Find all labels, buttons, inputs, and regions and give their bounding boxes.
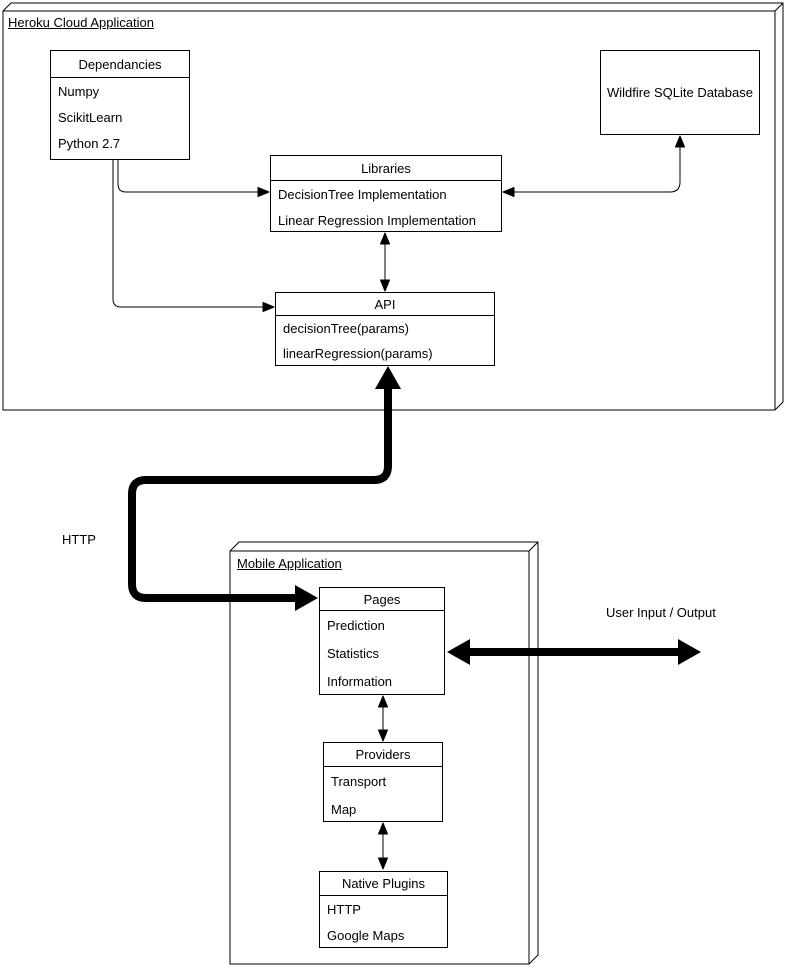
wildfire-database-box: Wildfire SQLite Database <box>600 50 760 135</box>
arrowhead-right-icon <box>257 187 270 197</box>
user-input-output-label: User Input / Output <box>606 605 716 620</box>
libraries-box-title: Libraries <box>271 156 501 181</box>
api-row-decision-tree: decisionTree(params) <box>283 321 409 336</box>
http-arrow-label: HTTP <box>62 532 96 547</box>
connector-dependancies-to-libraries <box>117 160 270 197</box>
api-row-linear-regression: linearRegression(params) <box>283 346 433 361</box>
arrowhead-left-icon <box>447 639 470 665</box>
native-plugins-box: Native Plugins HTTP Google Maps <box>319 871 448 948</box>
pages-box: Pages Prediction Statistics Information <box>319 587 445 695</box>
connector-dependancies-to-api <box>112 160 275 312</box>
libraries-row-decision-tree: DecisionTree Implementation <box>278 186 447 202</box>
connector-line <box>112 160 264 308</box>
arrow-user-input-output <box>447 639 701 665</box>
arrowhead-right-icon <box>295 585 318 611</box>
arrowhead-right-icon <box>678 639 701 665</box>
arrowhead-right-icon <box>262 302 275 312</box>
providers-row-transport: Transport <box>331 773 387 789</box>
arrowhead-up-icon <box>375 366 401 389</box>
api-box: API decisionTree(params) linearRegressio… <box>275 292 495 366</box>
connector-line <box>117 160 259 193</box>
heroku-container-title: Heroku Cloud Application <box>8 15 154 30</box>
arrowhead-down-icon <box>380 279 390 292</box>
arrowhead-down-icon <box>378 857 388 870</box>
pages-row-information: Information <box>327 673 393 689</box>
native-plugins-row-http: HTTP <box>327 901 361 917</box>
providers-box-title: Providers <box>324 743 442 767</box>
pages-box-title: Pages <box>320 588 444 611</box>
arrowhead-up-icon <box>380 232 390 245</box>
arrowhead-down-icon <box>378 729 388 742</box>
dependancies-box: Dependancies Numpy ScikitLearn Python 2.… <box>50 50 190 160</box>
arrowhead-up-icon <box>378 822 388 835</box>
libraries-box: Libraries DecisionTree Implementation Li… <box>270 155 502 232</box>
pages-row-prediction: Prediction <box>327 617 385 633</box>
connector-pages-providers <box>378 695 388 742</box>
dependancies-row-scikitlearn: ScikitLearn <box>58 109 123 125</box>
connector-libraries-api <box>380 232 390 292</box>
pages-row-statistics: Statistics <box>327 645 380 661</box>
dependancies-box-title: Dependancies <box>51 51 189 78</box>
connector-providers-native-plugins <box>378 822 388 870</box>
arrowhead-up-icon <box>675 135 685 148</box>
arrowhead-up-icon <box>378 695 388 708</box>
dependancies-row-python: Python 2.7 <box>58 135 121 151</box>
api-box-title: API <box>276 293 494 316</box>
native-plugins-row-google-maps: Google Maps <box>327 927 405 943</box>
providers-box: Providers Transport Map <box>323 742 443 822</box>
libraries-row-linear-regression: Linear Regression Implementation <box>278 212 476 228</box>
mobile-container-title: Mobile Application <box>237 556 342 571</box>
arrow-http-api-pages <box>128 366 401 611</box>
dependancies-row-numpy: Numpy <box>58 83 100 99</box>
connector-libraries-wildfire-database <box>502 135 685 197</box>
providers-row-map: Map <box>331 801 357 817</box>
wildfire-database-box-title: Wildfire SQLite Database <box>607 85 753 100</box>
native-plugins-box-title: Native Plugins <box>320 872 447 896</box>
connector-line <box>513 146 681 193</box>
arrowhead-left-icon <box>502 187 515 197</box>
